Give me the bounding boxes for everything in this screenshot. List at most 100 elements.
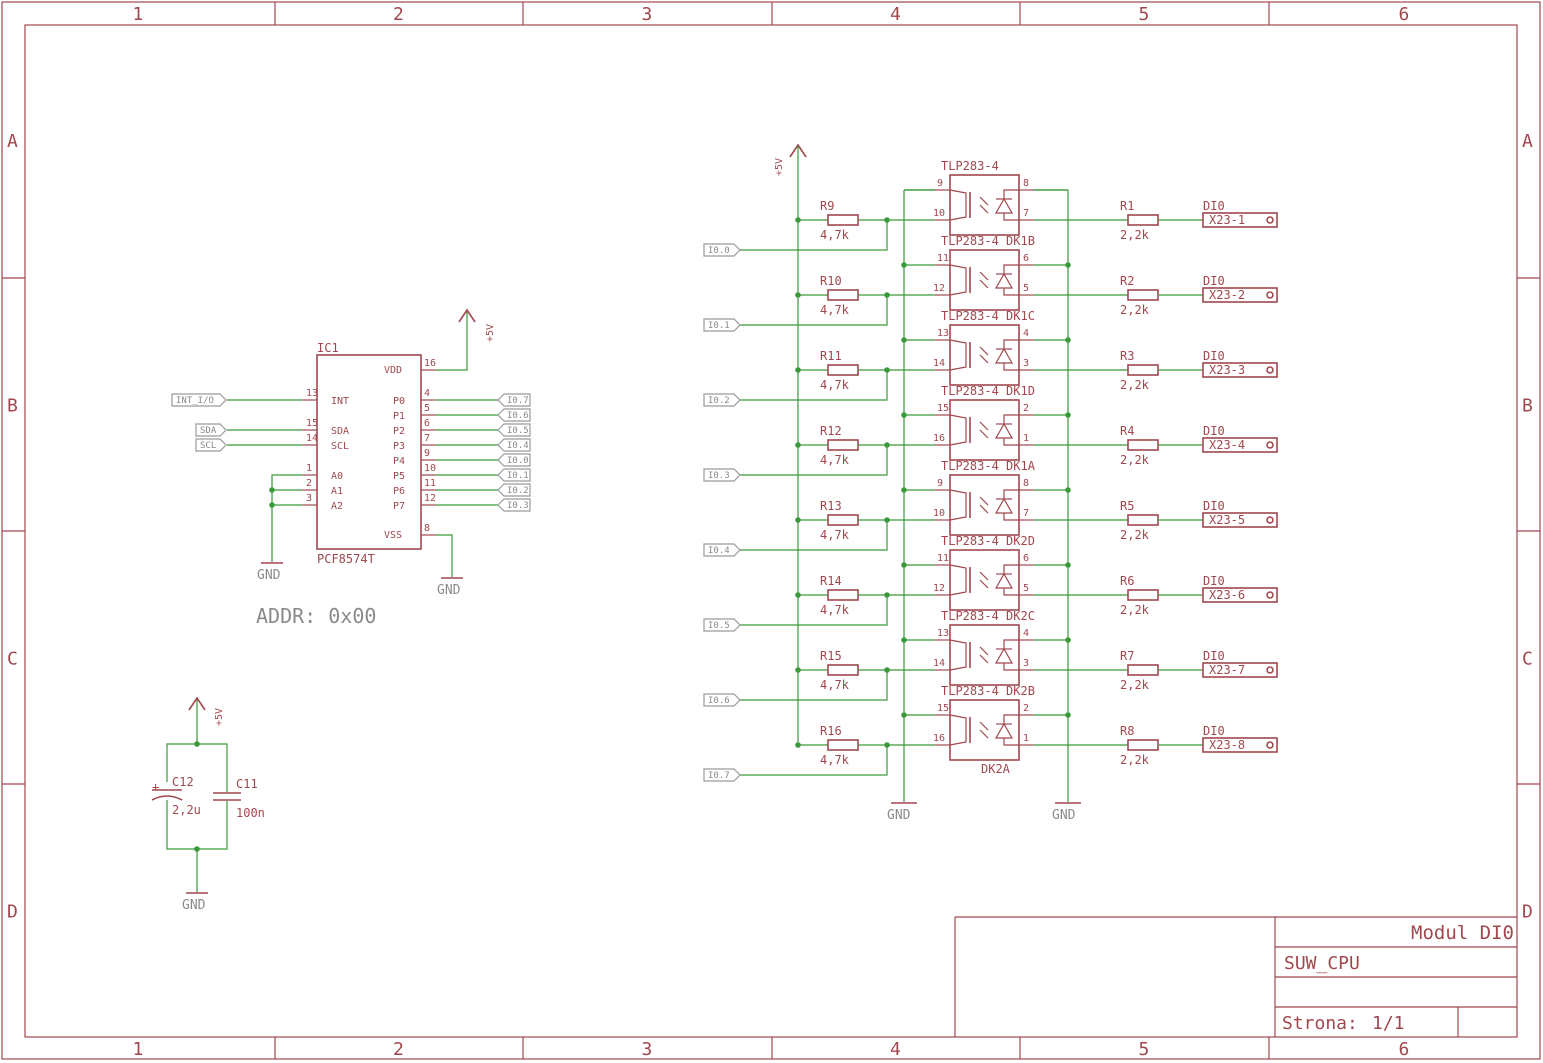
conn-pin-3: X23-3 bbox=[1209, 363, 1245, 377]
addr-gnd-label: GND bbox=[257, 568, 281, 583]
opto-pin-a-1: 10 bbox=[933, 208, 945, 219]
r-out-refdes-2: R2 bbox=[1120, 274, 1134, 288]
ic1-pin-num-scl: 14 bbox=[306, 433, 318, 444]
ic1-pin-name-a2: A2 bbox=[331, 501, 343, 512]
opto-pin-c-5: 9 bbox=[937, 478, 943, 489]
frame-row-right-A: A bbox=[1522, 131, 1533, 152]
r-in-value-3: 4,7k bbox=[820, 378, 850, 392]
conn-name-7: DI0 bbox=[1203, 649, 1225, 663]
net-label-p1: I0.6 bbox=[507, 411, 529, 421]
frame-row-left-C: C bbox=[7, 649, 18, 670]
opto-name-3: TLP283-4 DK1C bbox=[941, 309, 1035, 323]
ic1-refdes: IC1 bbox=[317, 341, 339, 355]
opto-pin-o-2: 5 bbox=[1023, 283, 1029, 294]
opto-name-8: TLP283-4 DK2B bbox=[941, 684, 1035, 698]
ic1-vcc-label: +5V bbox=[485, 324, 496, 342]
opto-pin-c-3: 13 bbox=[937, 328, 949, 339]
input-label-2: I0.1 bbox=[708, 321, 730, 331]
r-out-value-7: 2,2k bbox=[1120, 678, 1150, 692]
r-in-value-8: 4,7k bbox=[820, 753, 850, 767]
net-label-p0: I0.7 bbox=[507, 396, 529, 406]
conn-pin-8: X23-8 bbox=[1209, 738, 1245, 752]
r-out-refdes-4: R4 bbox=[1120, 424, 1134, 438]
opto-name-2: TLP283-4 DK1B bbox=[941, 234, 1035, 248]
opto-pin-c-8: 15 bbox=[937, 703, 949, 714]
ic1-pin-name-p2: P2 bbox=[393, 426, 405, 437]
opto-pin-c-1: 9 bbox=[937, 178, 943, 189]
ic1-gnd-label: GND bbox=[437, 583, 461, 598]
frame-row-right-D: D bbox=[1522, 902, 1533, 923]
c12-value: 2,2u bbox=[172, 803, 201, 817]
c12-polarity: + bbox=[152, 780, 159, 794]
r-in-refdes-3: R11 bbox=[820, 349, 842, 363]
conn-name-4: DI0 bbox=[1203, 424, 1225, 438]
frame-col-top-5: 5 bbox=[1139, 4, 1150, 25]
opto-pin-o-4: 1 bbox=[1023, 433, 1029, 444]
conn-name-8: DI0 bbox=[1203, 724, 1225, 738]
opto-name-4: TLP283-4 DK1D bbox=[941, 384, 1035, 398]
frame-row-left-D: D bbox=[7, 902, 18, 923]
frame-col-bottom-4: 4 bbox=[890, 1039, 901, 1060]
r-out-value-5: 2,2k bbox=[1120, 528, 1150, 542]
opto-pin-c-7: 13 bbox=[937, 628, 949, 639]
opto-pin-e-4: 2 bbox=[1023, 403, 1029, 414]
conn-pin-2: X23-2 bbox=[1209, 288, 1245, 302]
frame-col-top-2: 2 bbox=[393, 4, 404, 25]
address-note: ADDR: 0x00 bbox=[256, 604, 376, 628]
rail-gnd-label-left: GND bbox=[887, 808, 911, 823]
ic1-pin-num-vdd: 16 bbox=[424, 358, 436, 369]
ic1-pin-num-p1: 5 bbox=[424, 403, 430, 414]
opto-pin-a-3: 14 bbox=[933, 358, 945, 369]
opto-pin-o-8: 1 bbox=[1023, 733, 1029, 744]
ic1-pin-name-int: INT bbox=[331, 396, 349, 407]
conn-pin-7: X23-7 bbox=[1209, 663, 1245, 677]
cap-vcc-label: +5V bbox=[214, 708, 225, 726]
frame-col-bottom-5: 5 bbox=[1139, 1039, 1150, 1060]
r-out-refdes-1: R1 bbox=[1120, 199, 1134, 213]
conn-pin-4: X23-4 bbox=[1209, 438, 1245, 452]
opto-pin-a-5: 10 bbox=[933, 508, 945, 519]
r-in-refdes-2: R10 bbox=[820, 274, 842, 288]
opto-pin-e-3: 4 bbox=[1023, 328, 1029, 339]
conn-name-6: DI0 bbox=[1203, 574, 1225, 588]
ic1-pin-num-p5: 10 bbox=[424, 463, 436, 474]
ic1-pin-num-p6: 11 bbox=[424, 478, 436, 489]
opto-pin-e-5: 8 bbox=[1023, 478, 1029, 489]
rail-gnd-label-right: GND bbox=[1052, 808, 1076, 823]
frame-col-bottom-1: 1 bbox=[133, 1039, 144, 1060]
ic1-pin-num-a1: 2 bbox=[306, 478, 312, 489]
ic1-pin-name-sda: SDA bbox=[331, 426, 349, 437]
net-label-int: INT_I/O bbox=[176, 396, 214, 406]
c12-refdes: C12 bbox=[172, 775, 194, 789]
input-label-8: I0.7 bbox=[708, 771, 730, 781]
frame-row-right-B: B bbox=[1522, 396, 1533, 417]
r-in-value-5: 4,7k bbox=[820, 528, 850, 542]
opto-pin-o-7: 3 bbox=[1023, 658, 1029, 669]
opto-name-5: TLP283-4 DK1A bbox=[941, 459, 1036, 473]
opto-pin-e-7: 4 bbox=[1023, 628, 1029, 639]
opto-pin-c-6: 11 bbox=[937, 553, 949, 564]
ic1-pin-name-p3: P3 bbox=[393, 441, 405, 452]
input-label-5: I0.4 bbox=[708, 546, 730, 556]
r-in-value-7: 4,7k bbox=[820, 678, 850, 692]
decoupling-capacitors: +5V GND + C12 2,2u C11 100n bbox=[151, 696, 265, 913]
r-out-refdes-5: R5 bbox=[1120, 499, 1134, 513]
opto-pin-c-4: 15 bbox=[937, 403, 949, 414]
ic1-pin-name-p0: P0 bbox=[393, 396, 405, 407]
net-label-p2: I0.5 bbox=[507, 426, 529, 436]
ic1-pcf8574t: IC1 PCF8574T 13INT15SDA14SCL1A02A13A2INT… bbox=[171, 308, 531, 628]
opto-pin-a-6: 12 bbox=[933, 583, 945, 594]
opto-name-7: TLP283-4 DK2C bbox=[941, 609, 1035, 623]
opto-pin-e-2: 6 bbox=[1023, 253, 1029, 264]
r-in-value-6: 4,7k bbox=[820, 603, 850, 617]
r-out-value-8: 2,2k bbox=[1120, 753, 1150, 767]
opto-pin-a-7: 14 bbox=[933, 658, 945, 669]
r-in-refdes-5: R13 bbox=[820, 499, 842, 513]
ic1-pin-num-int: 13 bbox=[306, 388, 318, 399]
conn-name-2: DI0 bbox=[1203, 274, 1225, 288]
